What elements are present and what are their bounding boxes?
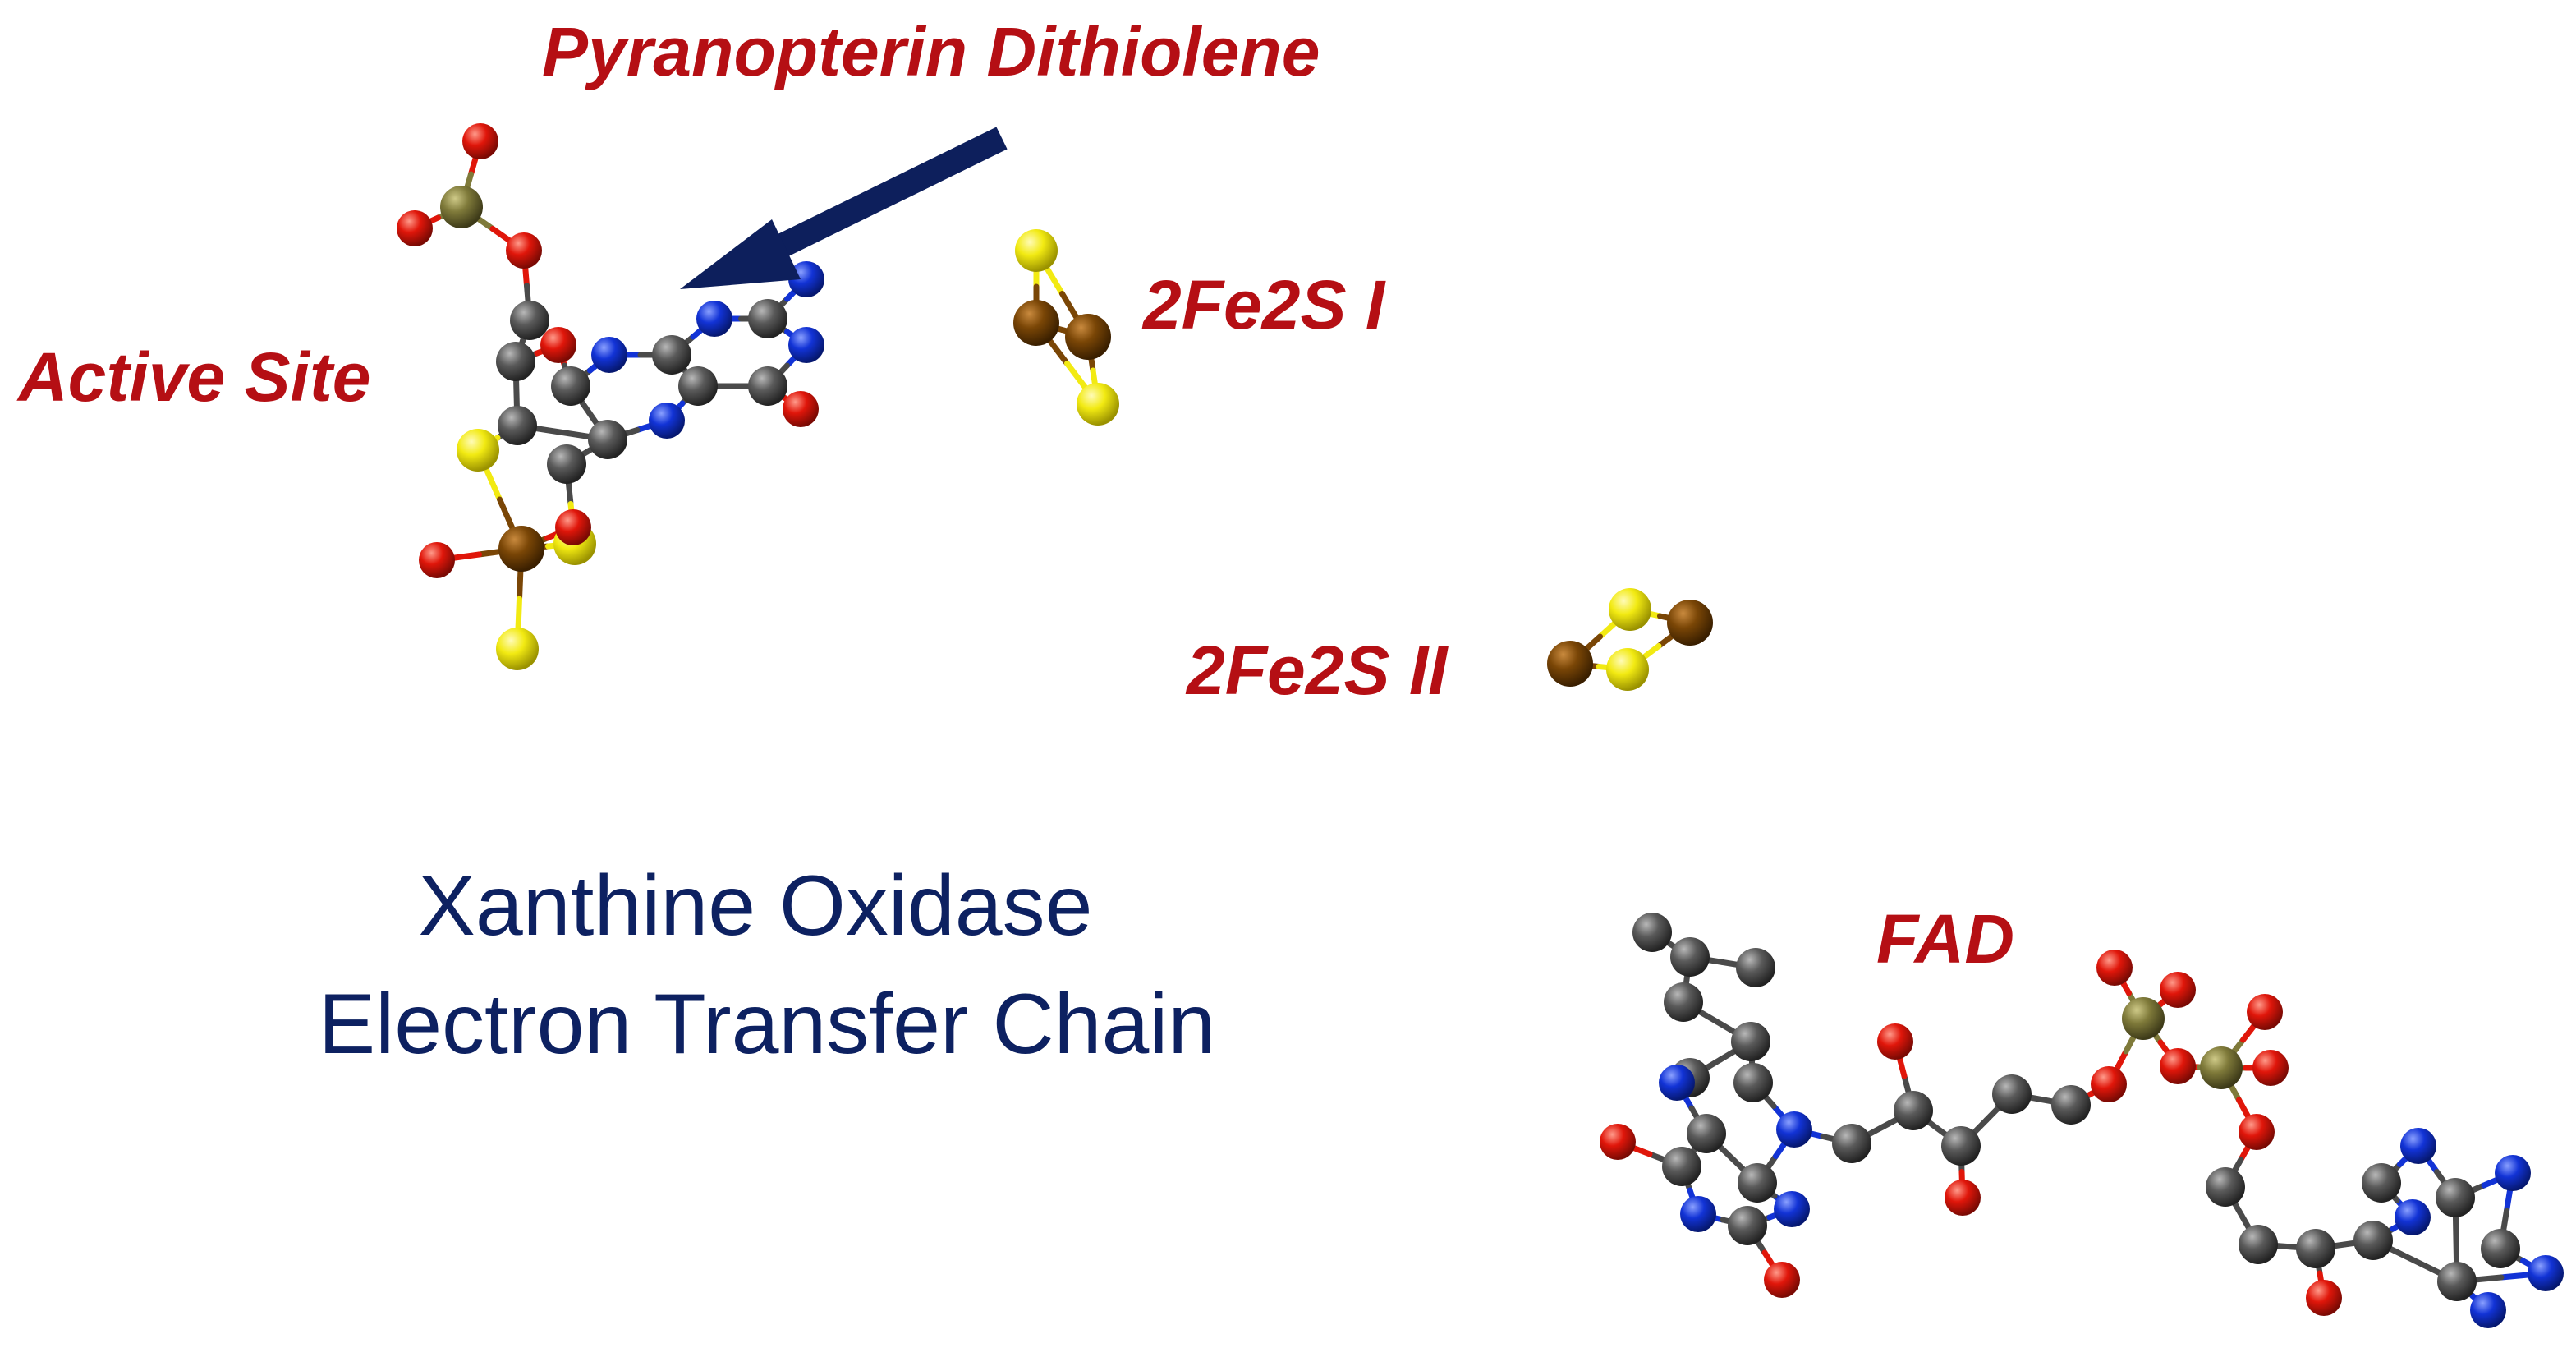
fes-cluster-1 bbox=[1013, 229, 1119, 426]
carbon-atom bbox=[510, 301, 549, 340]
oxygen-atom bbox=[1600, 1124, 1636, 1160]
nitrogen-atom bbox=[2395, 1199, 2431, 1235]
carbon-atom bbox=[1670, 937, 1710, 977]
phosphorus-atom bbox=[2122, 997, 2165, 1040]
active-site-label: Active Site bbox=[16, 338, 371, 416]
nitrogen-atom bbox=[1680, 1196, 1716, 1232]
oxygen-atom bbox=[506, 232, 542, 269]
sulfur-atom bbox=[1609, 588, 1651, 631]
sulfur-atom bbox=[457, 429, 499, 472]
sulfur-atom bbox=[1015, 229, 1058, 272]
carbon-atom bbox=[1731, 1022, 1770, 1061]
nitrogen-atom bbox=[591, 337, 627, 373]
iron-atom bbox=[1065, 314, 1111, 360]
title-line-2: Electron Transfer Chain bbox=[319, 977, 1216, 1072]
sulfur-atom bbox=[496, 628, 539, 670]
iron-atom bbox=[1547, 641, 1593, 687]
oxygen-atom bbox=[783, 391, 819, 427]
carbon-atom bbox=[496, 342, 535, 381]
carbon-atom bbox=[2353, 1221, 2393, 1260]
nitrogen-atom bbox=[788, 327, 824, 363]
oxygen-atom bbox=[419, 542, 455, 578]
oxygen-atom bbox=[2160, 1048, 2196, 1084]
carbon-atom bbox=[2362, 1163, 2401, 1203]
carbon-atom bbox=[1941, 1126, 1981, 1166]
carbon-atom bbox=[1664, 982, 1703, 1022]
iron-atom bbox=[498, 526, 544, 572]
carbon-atom bbox=[498, 406, 537, 445]
oxygen-atom bbox=[2252, 1050, 2289, 1086]
pyranopterin-dithiolene-label: Pyranopterin Dithiolene bbox=[542, 13, 1320, 90]
nitrogen-atom bbox=[2528, 1255, 2564, 1291]
pointer-arrow bbox=[680, 126, 1008, 289]
nitrogen-atom bbox=[1659, 1065, 1695, 1101]
nitrogen-atom bbox=[696, 301, 732, 337]
nitrogen-atom bbox=[649, 402, 685, 439]
carbon-atom bbox=[1733, 1063, 1773, 1102]
oxygen-atom bbox=[1945, 1180, 1981, 1216]
carbon-atom bbox=[588, 420, 627, 459]
oxygen-atom bbox=[397, 210, 433, 246]
nitrogen-atom bbox=[788, 261, 824, 297]
carbon-atom bbox=[2481, 1229, 2520, 1268]
oxygen-atom bbox=[2306, 1280, 2342, 1316]
carbon-atom bbox=[1632, 913, 1672, 952]
oxygen-atom bbox=[2247, 994, 2283, 1030]
fad-label: FAD bbox=[1876, 900, 2014, 978]
oxygen-atom bbox=[2091, 1066, 2127, 1102]
oxygen-atom bbox=[2160, 972, 2196, 1008]
oxygen-atom bbox=[540, 327, 576, 363]
carbon-atom bbox=[2436, 1178, 2475, 1217]
carbon-atom bbox=[1894, 1091, 1933, 1130]
nitrogen-atom bbox=[2400, 1128, 2436, 1164]
bonds-layer bbox=[411, 138, 2549, 1313]
carbon-atom bbox=[1738, 1163, 1777, 1203]
iron-atom bbox=[1013, 300, 1059, 346]
oxygen-atom bbox=[462, 123, 498, 159]
title-line-1: Xanthine Oxidase bbox=[419, 858, 1093, 954]
carbon-atom bbox=[1687, 1114, 1726, 1153]
carbon-atom bbox=[547, 444, 586, 484]
sulfur-atom bbox=[1606, 648, 1649, 691]
carbon-atom bbox=[2239, 1225, 2278, 1264]
carbon-atom bbox=[1832, 1124, 1871, 1163]
atoms-layer bbox=[397, 123, 2564, 1328]
oxygen-atom bbox=[2096, 950, 2133, 986]
oxygen-atom bbox=[1764, 1262, 1800, 1298]
oxygen-atom bbox=[2239, 1114, 2275, 1150]
iron-atom bbox=[1667, 600, 1713, 646]
carbon-atom bbox=[748, 299, 787, 338]
carbon-atom bbox=[551, 366, 590, 406]
carbon-atom bbox=[652, 335, 691, 375]
oxygen-atom bbox=[555, 509, 591, 545]
carbon-atom bbox=[2206, 1167, 2245, 1207]
fes-cluster-1-label: 2Fe2S I bbox=[1141, 266, 1386, 343]
phosphorus-atom bbox=[440, 186, 483, 228]
carbon-atom bbox=[1992, 1074, 2032, 1114]
phosphorus-atom bbox=[2200, 1046, 2243, 1089]
carbon-atom bbox=[1662, 1147, 1701, 1186]
sulfur-atom bbox=[1077, 383, 1119, 426]
carbon-atom bbox=[678, 366, 718, 406]
carbon-atom bbox=[1728, 1206, 1767, 1245]
nitrogen-atom bbox=[2495, 1155, 2531, 1191]
fes-cluster-2-label: 2Fe2S II bbox=[1185, 632, 1449, 709]
pyranopterin-cofactor bbox=[397, 123, 824, 670]
carbon-atom bbox=[2437, 1262, 2477, 1301]
nitrogen-atom bbox=[1774, 1191, 1810, 1227]
nitrogen-atom bbox=[2470, 1292, 2506, 1328]
carbon-atom bbox=[2051, 1085, 2091, 1125]
fad-cofactor bbox=[1600, 913, 2564, 1328]
fes-cluster-2 bbox=[1547, 588, 1713, 691]
carbon-atom bbox=[1736, 948, 1775, 987]
nitrogen-atom bbox=[1776, 1111, 1812, 1148]
carbon-atom bbox=[2296, 1229, 2335, 1268]
carbon-atom bbox=[748, 366, 787, 406]
oxygen-atom bbox=[1877, 1024, 1913, 1060]
